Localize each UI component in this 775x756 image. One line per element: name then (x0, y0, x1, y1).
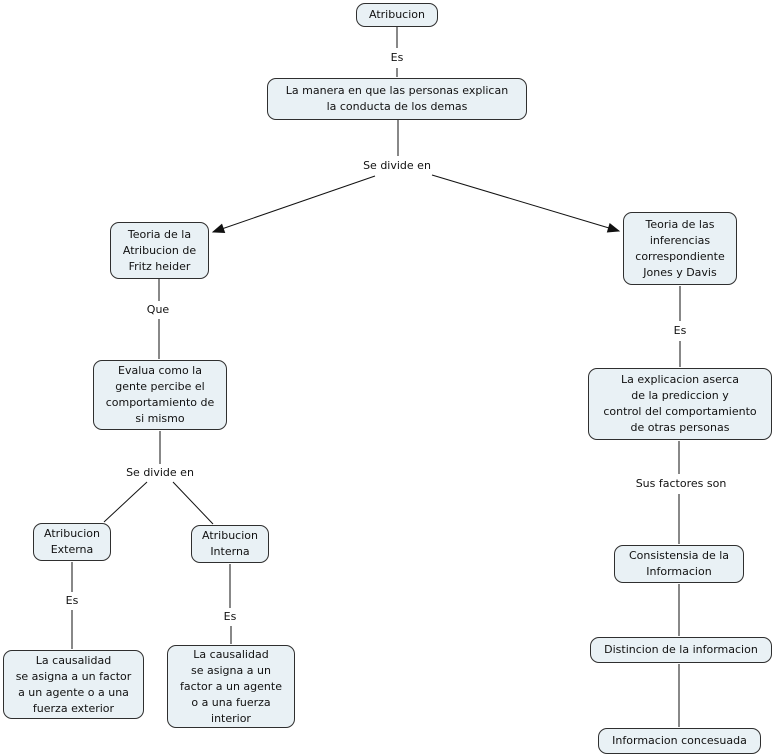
node-explicacion-prediccion[interactable]: La explicacion aserca de la prediccion y… (588, 368, 772, 440)
node-teoria-fritz-heider[interactable]: Teoria de la Atribucion de Fritz heider (110, 222, 209, 279)
node-atribucion-externa[interactable]: Atribucion Externa (33, 523, 111, 561)
node-atribucion[interactable]: Atribucion (356, 3, 438, 27)
node-evalua-percibe[interactable]: Evalua como la gente percibe el comporta… (93, 360, 227, 430)
link-label-se-divide-1[interactable]: Se divide en (361, 159, 433, 173)
link-label-es-interna[interactable]: Es (221, 610, 239, 624)
node-causalidad-interior[interactable]: La causalidad se asigna a un factor a un… (167, 645, 295, 728)
edge-divide2-interna (172, 481, 214, 525)
link-label-que[interactable]: Que (144, 303, 172, 317)
edge-divide2-externa (103, 481, 148, 523)
link-label-se-divide-2[interactable]: Se divide en (124, 466, 196, 480)
link-label-es-jones[interactable]: Es (671, 324, 689, 338)
link-label-es-externa[interactable]: Es (63, 594, 81, 608)
node-informacion-concesuada[interactable]: Informacion concesuada (598, 728, 761, 754)
node-distincion-informacion[interactable]: Distincion de la informacion (590, 637, 772, 663)
node-atribucion-interna[interactable]: Atribucion Interna (191, 525, 269, 563)
node-consistensia-informacion[interactable]: Consistensia de la Informacion (614, 545, 744, 583)
link-label-sus-factores[interactable]: Sus factores son (633, 477, 729, 491)
link-label-es-top[interactable]: Es (388, 51, 406, 65)
node-causalidad-exterior[interactable]: La causalidad se asigna a un factor a un… (3, 650, 144, 719)
node-teoria-jones-davis[interactable]: Teoria de las inferencias correspondient… (623, 212, 737, 285)
edge-divide-jones-arrow (431, 174, 621, 233)
edge-divide-heider-arrow (211, 175, 376, 234)
node-manera-explican[interactable]: La manera en que las personas explican l… (267, 78, 527, 120)
